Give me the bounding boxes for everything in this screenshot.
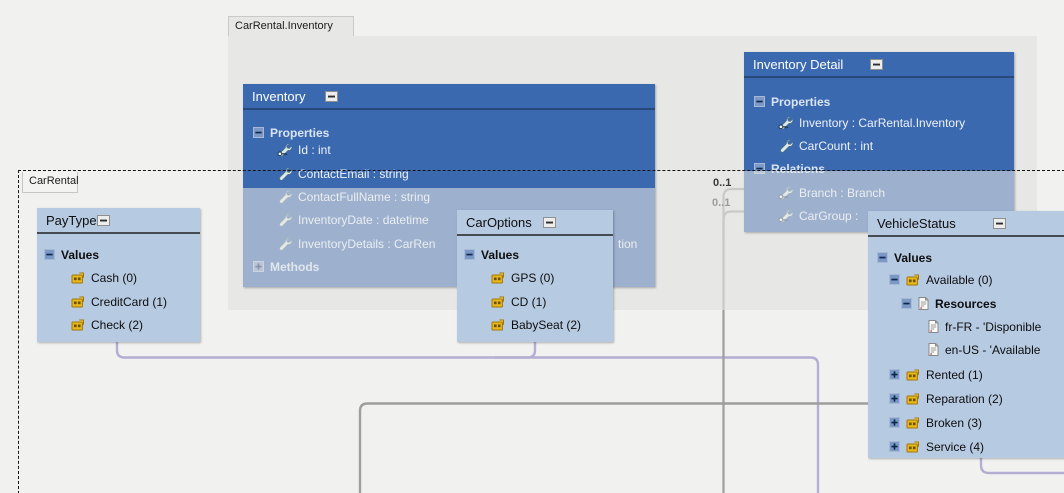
minus-icon[interactable]: [877, 252, 888, 263]
wrench-key-icon: [778, 185, 793, 200]
minus-icon[interactable]: [44, 249, 55, 260]
section-methods[interactable]: Methods: [253, 258, 319, 275]
minus-icon[interactable]: [253, 127, 264, 138]
connector-branch-relation-faded[interactable]: [722, 187, 745, 310]
property-row[interactable]: ContactFullName : string: [277, 188, 430, 205]
resource-doc-icon: [928, 343, 939, 356]
enum-value-row[interactable]: Broken (3): [889, 414, 982, 431]
container-tab-carrental-inventory[interactable]: CarRental.Inventory: [228, 16, 354, 36]
entity-inventory-header[interactable]: Inventory: [243, 84, 655, 110]
wrench-icon: [277, 189, 292, 204]
collapse-icon[interactable]: [325, 91, 338, 102]
connector-cargroup-relation-faded[interactable]: [722, 210, 745, 241]
minus-icon[interactable]: [889, 274, 900, 285]
enum-value-row[interactable]: CD (1): [491, 293, 546, 310]
occluded-text-fragment: tion: [618, 236, 638, 251]
enum-value-row[interactable]: Reparation (2): [889, 390, 1003, 407]
enum-member-icon: [906, 274, 920, 286]
enum-value-row[interactable]: BabySeat (2): [491, 316, 581, 333]
plus-icon[interactable]: [253, 261, 264, 272]
wrench-key-icon: [277, 142, 292, 157]
enum-caroptions-title: CarOptions: [466, 215, 532, 230]
collapse-icon[interactable]: [993, 218, 1006, 229]
enum-value-row[interactable]: Available (0): [889, 271, 992, 288]
entity-inventory-detail[interactable]: Inventory Detail Properties Inventory : …: [744, 52, 1014, 232]
container-tab-carrental[interactable]: CarRental: [22, 172, 79, 193]
section-relations[interactable]: Relations: [754, 160, 825, 177]
relation-row[interactable]: Branch : Branch: [778, 184, 885, 201]
plus-icon[interactable]: [889, 369, 900, 380]
property-row[interactable]: CarCount : int: [778, 137, 873, 154]
minus-icon[interactable]: [754, 163, 765, 174]
minus-icon[interactable]: [464, 249, 475, 260]
enum-member-icon: [491, 319, 505, 331]
enum-member-icon: [71, 319, 85, 331]
plus-icon[interactable]: [889, 417, 900, 428]
section-values[interactable]: Values: [877, 249, 932, 266]
relation-row[interactable]: CarGroup :: [778, 207, 858, 224]
enum-vehiclestatus-header[interactable]: VehicleStatus: [868, 211, 1064, 237]
connector-paytype-link[interactable]: [115, 341, 820, 493]
plus-icon[interactable]: [889, 441, 900, 452]
wrench-key-icon: [778, 208, 793, 223]
enum-member-icon: [491, 272, 505, 284]
collapse-icon[interactable]: [870, 59, 883, 70]
wrench-icon: [778, 138, 793, 153]
enum-member-icon: [906, 393, 920, 405]
section-resources[interactable]: Resources: [901, 295, 996, 312]
enum-member-icon: [906, 369, 920, 381]
minus-icon[interactable]: [901, 298, 912, 309]
resource-row[interactable]: en-US - 'Available: [928, 341, 1040, 358]
enum-value-row[interactable]: Check (2): [71, 316, 143, 333]
enum-member-icon: [71, 272, 85, 284]
enum-value-row[interactable]: GPS (0): [491, 269, 554, 286]
property-row[interactable]: InventoryDate : datetime: [277, 211, 429, 228]
wrench-icon: [277, 212, 292, 227]
enum-value-row[interactable]: Rented (1): [889, 366, 983, 383]
enum-caroptions[interactable]: CarOptions Values GPS (0) CD (1) BabySea…: [457, 210, 613, 342]
multiplicity-label: 0..1: [712, 197, 731, 209]
enum-value-row[interactable]: Service (4): [889, 438, 984, 455]
enum-value-row[interactable]: CreditCard (1): [71, 293, 167, 310]
collapse-icon[interactable]: [543, 217, 556, 228]
multiplicity-label: 0..1: [713, 177, 732, 189]
connector-bottom-elbow[interactable]: [358, 402, 868, 493]
collapse-icon[interactable]: [97, 215, 110, 226]
enum-vehiclestatus-title: VehicleStatus: [877, 216, 956, 231]
wrench-key-icon: [778, 115, 793, 130]
section-properties[interactable]: Properties: [754, 93, 830, 110]
plus-icon[interactable]: [889, 393, 900, 404]
entity-inventory-detail-header[interactable]: Inventory Detail: [744, 52, 1014, 78]
entity-inventory-detail-title: Inventory Detail: [753, 57, 844, 72]
minus-icon[interactable]: [754, 96, 765, 107]
section-values[interactable]: Values: [44, 246, 99, 263]
enum-member-icon: [71, 296, 85, 308]
property-row[interactable]: Id : int: [277, 141, 331, 158]
enum-vehiclestatus[interactable]: VehicleStatus Values Available (0) Resou…: [868, 211, 1064, 458]
entity-inventory-title: Inventory: [252, 89, 306, 104]
enum-paytype[interactable]: PayType Values Cash (0) CreditCard (1) C…: [37, 208, 200, 342]
property-row[interactable]: InventoryDetails : CarRen: [277, 235, 435, 252]
resource-doc-icon: [918, 297, 929, 310]
resource-row[interactable]: fr-FR - 'Disponible: [928, 318, 1041, 335]
enum-paytype-header[interactable]: PayType: [37, 208, 200, 234]
enum-member-icon: [906, 417, 920, 429]
enum-member-icon: [906, 441, 920, 453]
property-row[interactable]: Inventory : CarRental.Inventory: [778, 114, 965, 131]
section-properties[interactable]: Properties: [253, 124, 329, 141]
enum-caroptions-header[interactable]: CarOptions: [457, 210, 613, 236]
enum-member-icon: [491, 296, 505, 308]
section-values[interactable]: Values: [464, 246, 519, 263]
property-row[interactable]: ContactEmail : string: [277, 165, 409, 182]
connector-vehiclestatus-link[interactable]: [979, 458, 1064, 475]
wrench-icon: [277, 236, 292, 251]
enum-value-row[interactable]: Cash (0): [71, 269, 137, 286]
wrench-icon: [277, 166, 292, 181]
connector-caroptions-link[interactable]: [495, 342, 537, 359]
enum-paytype-title: PayType: [46, 213, 97, 228]
resource-doc-icon: [928, 320, 939, 333]
